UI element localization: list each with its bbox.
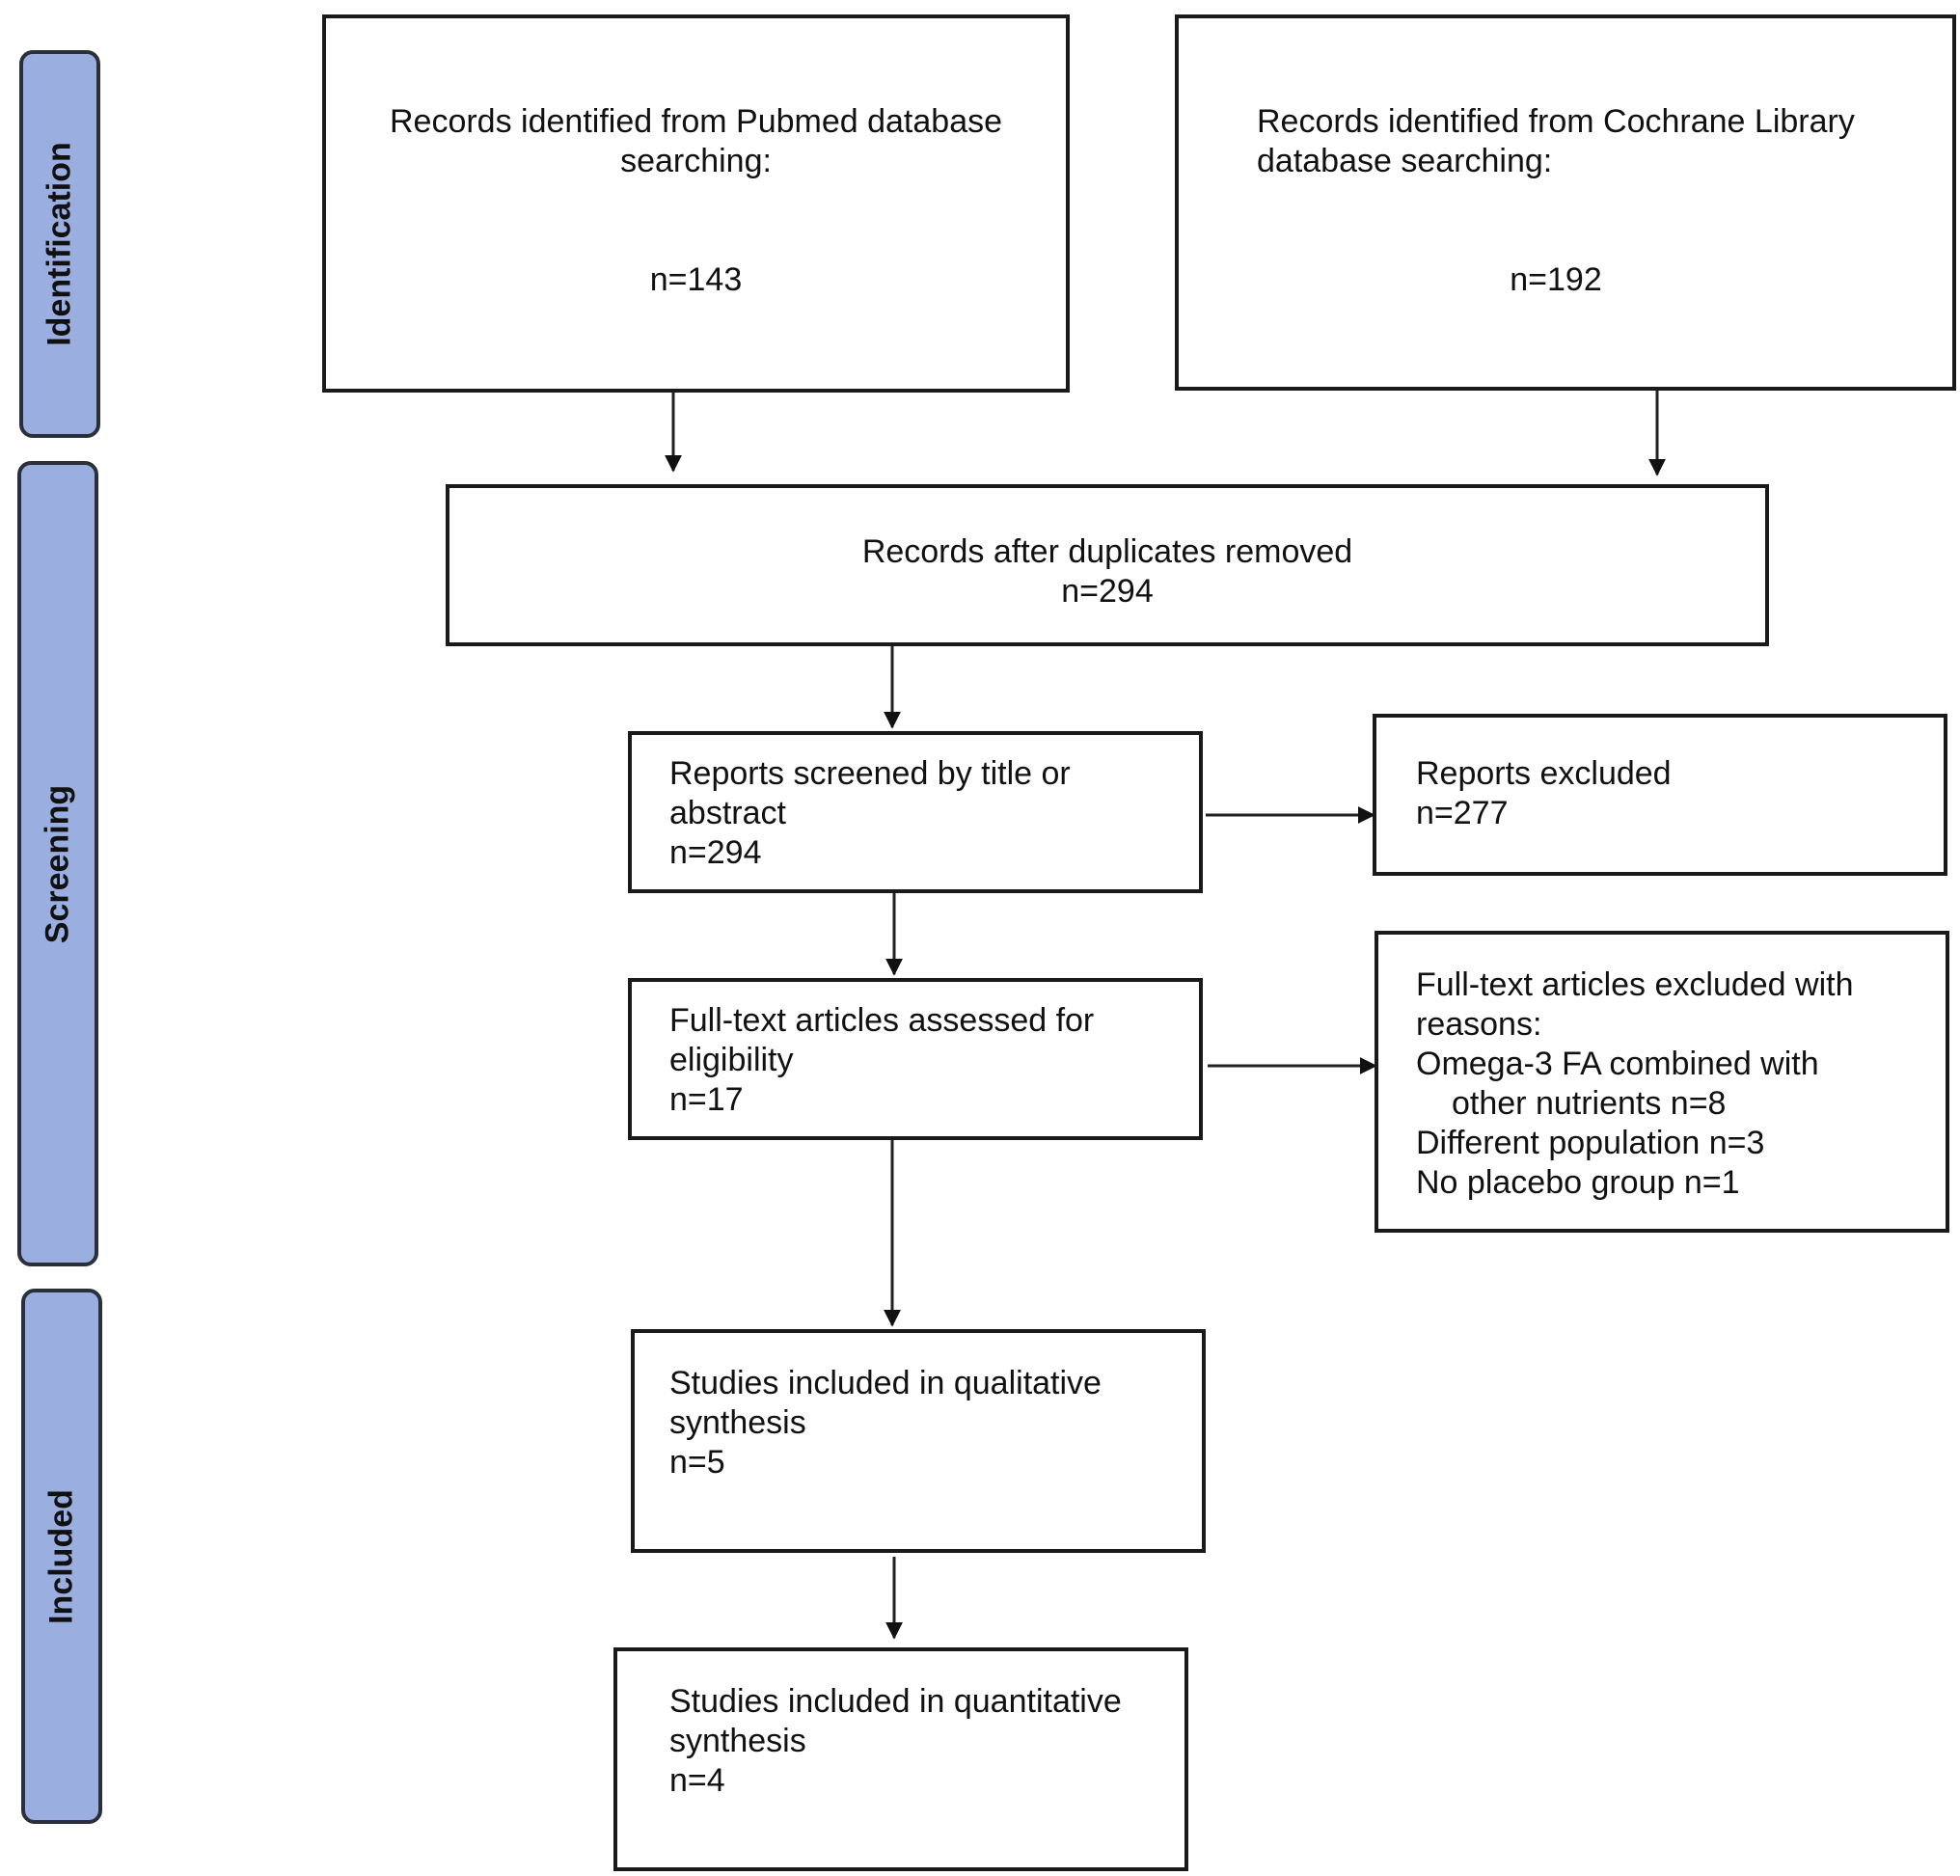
duplicates-count: n=294 — [1061, 573, 1154, 610]
fulltext-excluded-label-line2: reasons: — [1416, 1006, 1542, 1043]
fulltext-label-line2: eligibility — [669, 1042, 794, 1078]
reason-omega3-line1: Omega-3 FA combined with — [1416, 1046, 1819, 1082]
box-quantitative-synthesis: Studies included in quantitative synthes… — [613, 1647, 1188, 1871]
reason-different-population: Different population n=3 — [1416, 1125, 1765, 1161]
quantitative-label-line1: Studies included in quantitative — [669, 1683, 1122, 1720]
phase-included: Included — [21, 1289, 102, 1824]
reason-omega3-line2: other nutrients n=8 — [1452, 1085, 1727, 1122]
quantitative-label-line2: synthesis — [669, 1723, 806, 1759]
qualitative-label-line1: Studies included in qualitative — [669, 1365, 1102, 1401]
qualitative-label-line2: synthesis — [669, 1404, 806, 1441]
qualitative-count: n=5 — [669, 1444, 725, 1481]
screened-count: n=294 — [669, 834, 762, 871]
box-fulltext-assessed: Full-text articles assessed for eligibil… — [628, 978, 1203, 1140]
pubmed-count: n=143 — [649, 261, 743, 298]
screened-label-line2: abstract — [669, 795, 786, 831]
cochrane-count: n=192 — [1510, 261, 1602, 298]
box-fulltext-excluded: Full-text articles excluded with reasons… — [1375, 931, 1949, 1233]
pubmed-label-line1: Records identified from Pubmed database — [389, 103, 1003, 140]
box-reports-excluded: Reports excluded n=277 — [1373, 714, 1947, 876]
excluded-count: n=277 — [1416, 795, 1509, 831]
screened-label-line1: Reports screened by title or — [669, 755, 1071, 792]
pubmed-label-line2: searching: — [620, 143, 772, 179]
box-reports-screened: Reports screened by title or abstract n=… — [628, 731, 1203, 893]
phase-identification: Identification — [19, 50, 100, 438]
cochrane-label-line1: Records identified from Cochrane Library — [1257, 103, 1855, 140]
fulltext-excluded-label-line1: Full-text articles excluded with — [1416, 966, 1854, 1003]
box-records-after-duplicates: Records after duplicates removed n=294 — [446, 484, 1769, 646]
phase-screening: Screening — [17, 461, 98, 1266]
cochrane-label-line2: database searching: — [1257, 143, 1553, 179]
box-qualitative-synthesis: Studies included in qualitative synthesi… — [631, 1329, 1206, 1553]
box-pubmed-records: Records identified from Pubmed database … — [322, 14, 1070, 393]
quantitative-count: n=4 — [669, 1762, 725, 1799]
fulltext-label-line1: Full-text articles assessed for — [669, 1002, 1095, 1039]
reason-no-placebo: No placebo group n=1 — [1416, 1164, 1740, 1201]
box-cochrane-records: Records identified from Cochrane Library… — [1175, 14, 1956, 391]
duplicates-label: Records after duplicates removed — [861, 533, 1353, 570]
excluded-label: Reports excluded — [1416, 755, 1672, 792]
fulltext-count: n=17 — [669, 1081, 744, 1118]
